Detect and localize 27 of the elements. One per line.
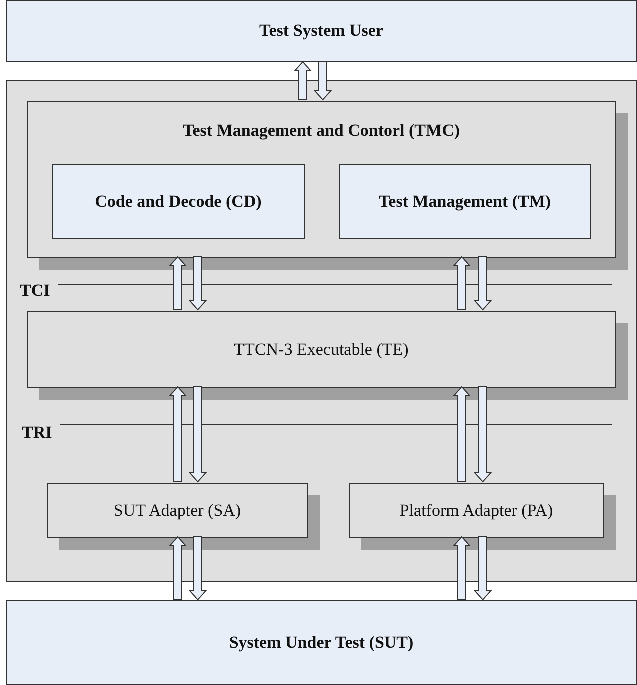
block-arrow [452, 256, 472, 310]
box-label: SUT Adapter (SA) [114, 500, 242, 522]
box-label: Test System User [259, 20, 384, 42]
block-arrow [314, 62, 332, 101]
component-box [52, 164, 305, 239]
box-label: System Under Test (SUT) [229, 632, 414, 654]
box-label: Test Management (TM) [378, 190, 552, 213]
system-container [6, 80, 637, 582]
block-arrow [474, 386, 492, 483]
block-arrow [294, 61, 312, 100]
box-label: TTCN-3 Executable (TE) [234, 338, 409, 361]
box-label: Code and Decode (CD) [95, 190, 262, 213]
box-label: Test Management and Contorl (TMC) [182, 120, 460, 142]
block-arrow [188, 256, 208, 311]
block-arrow [188, 386, 208, 483]
block-arrow [452, 536, 472, 600]
block-arrow [168, 386, 188, 482]
block-arrow [168, 256, 188, 310]
actor-box [6, 0, 637, 62]
block-arrow [474, 256, 492, 311]
block-arrow [188, 536, 208, 601]
component-box [339, 164, 591, 239]
box-label: Platform Adapter (PA) [400, 500, 554, 522]
block-arrow [474, 536, 492, 601]
block-arrow [452, 386, 472, 482]
block-arrow [168, 536, 188, 600]
system-box [6, 600, 637, 685]
